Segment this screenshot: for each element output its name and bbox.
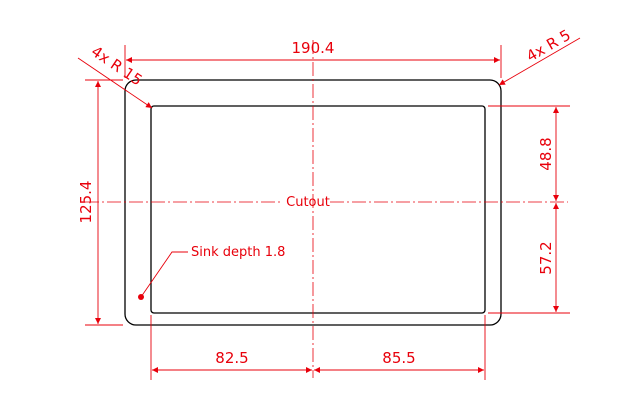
leader-line-sink-depth: [140, 251, 188, 298]
note-outer-radius: 4x R 5: [523, 26, 574, 66]
cutout-outline: [150, 105, 486, 314]
leader-line-outer-radius: [498, 37, 581, 86]
leader-line-inner-radius: [77, 57, 153, 109]
note-inner-radius: 4x R 15: [88, 42, 146, 89]
label-cutout: Cutout: [286, 195, 330, 210]
dimension-bottom-left-width: 82.5: [215, 349, 248, 367]
dimension-lower-right-height: 57.2: [537, 241, 555, 274]
dimension-bottom-right-width: 85.5: [382, 349, 415, 367]
dimension-overall-height: 125.4: [77, 181, 95, 224]
note-sink-depth: Sink depth 1.8: [191, 245, 285, 260]
dimension-overall-width: 190.4: [292, 39, 335, 57]
dimension-upper-right-height: 48.8: [537, 137, 555, 170]
